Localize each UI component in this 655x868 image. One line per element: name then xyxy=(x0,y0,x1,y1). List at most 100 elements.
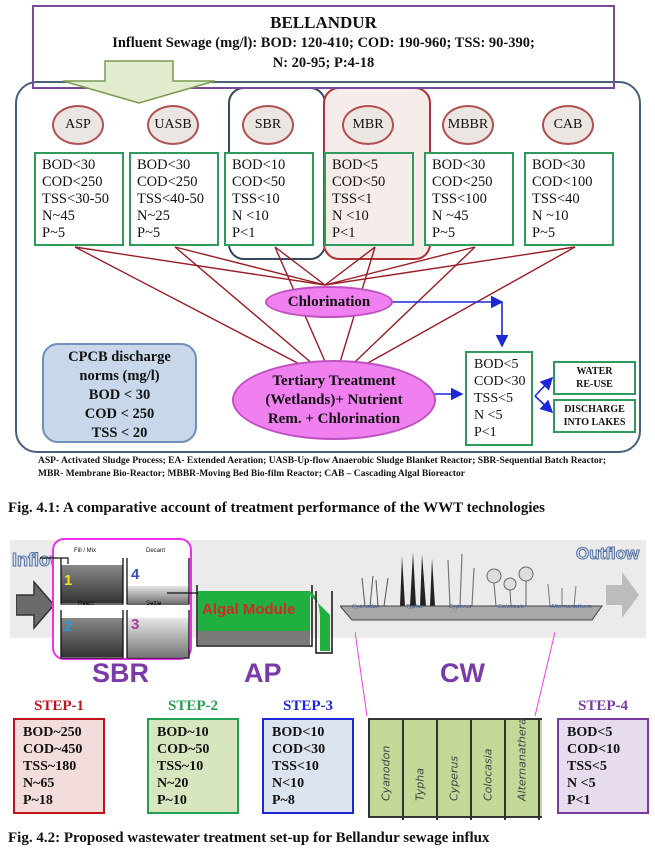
tertiary-line: Rem. + Chlorination xyxy=(267,410,401,427)
plant-column: Typha xyxy=(404,720,438,820)
species-label: Cyperus xyxy=(448,604,472,610)
wetland-species-labels: Cyanodon Typha Cyperus Colocasia Alterna… xyxy=(352,604,592,610)
performance-value: BOD<30 xyxy=(137,157,191,173)
step-value: N <5 xyxy=(567,776,596,791)
cw-pointer-lines xyxy=(355,631,555,717)
performance-value: COD<250 xyxy=(432,174,493,190)
sbr-tanks-illustration xyxy=(40,557,208,659)
step-title-4: STEP-4 xyxy=(577,698,628,714)
step-value: N~20 xyxy=(157,776,189,791)
abbrev-line: ASP- Activated Sludge Process; EA- Exten… xyxy=(38,456,607,466)
performance-value: N <10 xyxy=(232,208,269,224)
step-value: BOD~10 xyxy=(157,725,209,740)
tech-name: SBR xyxy=(254,117,282,132)
inflow-arrow-icon xyxy=(16,580,55,630)
phase-number-2: 2 xyxy=(64,618,73,635)
plant-name: Cyperus xyxy=(447,755,461,801)
step-value: TSS~10 xyxy=(157,759,204,774)
performance-value: P~5 xyxy=(137,225,161,241)
plant-column: Cyanodon xyxy=(370,720,404,820)
tech-name: MBR xyxy=(352,117,384,132)
step-value: COD<30 xyxy=(272,742,326,757)
performance-value: N~25 xyxy=(137,208,170,224)
phase-number-4: 4 xyxy=(131,566,140,583)
abbreviations-note: ASP- Activated Sludge Process; EA- Exten… xyxy=(38,455,648,481)
final-effluent-box: BOD<5 COD<30 TSS<5 N <5 P<1 xyxy=(465,351,533,446)
performance-value: BOD<30 xyxy=(42,157,96,173)
step-value: TSS<10 xyxy=(272,759,319,774)
species-label: Colocasia xyxy=(497,604,525,610)
performance-value: P~5 xyxy=(432,225,456,241)
plant-column: Cyperus xyxy=(438,720,472,820)
output-line: RE-USE xyxy=(576,379,613,390)
chlorination-label: Chlorination xyxy=(287,293,371,310)
species-label: Alternanathera xyxy=(550,604,592,610)
blue-flow-arrows xyxy=(392,295,554,414)
tech-circle-cab: CAB xyxy=(542,105,594,145)
tech-circle-mbbr: MBBR xyxy=(442,105,494,145)
figure-4-1-caption: Fig. 4.1: A comparative account of treat… xyxy=(8,500,545,516)
step-title-1: STEP-1 xyxy=(33,698,84,714)
tertiary-line: Tertiary Treatment xyxy=(272,372,396,389)
plant-name: Colocasia xyxy=(481,748,495,801)
wetland-plant-table: Cyanodon Typha Cyperus Colocasia Alternanath… xyxy=(368,718,542,820)
step-value: N~65 xyxy=(23,776,55,791)
step-value: COD~50 xyxy=(157,742,210,757)
tech-name: ASP xyxy=(65,117,91,132)
performance-value: COD<250 xyxy=(42,174,103,190)
tech-circle-uasb: UASB xyxy=(147,105,199,145)
sbr-stage-label: SBR xyxy=(92,658,150,688)
algal-pond-illustration xyxy=(196,585,333,654)
step-value: BOD<10 xyxy=(272,725,325,740)
chlorination-node: Chlorination xyxy=(265,286,393,318)
step-value: TSS~180 xyxy=(23,759,77,774)
step-value: BOD~250 xyxy=(23,725,82,740)
water-reuse-box: WATER RE-USE xyxy=(553,361,636,395)
final-line: P<1 xyxy=(474,425,497,440)
performance-value: P<1 xyxy=(232,225,256,241)
cpcb-norms-box: CPCB discharge norms (mg/l) BOD < 30 COD… xyxy=(42,343,197,443)
plant-name: Cyanodon xyxy=(379,745,393,801)
plant-name: Alternanathera xyxy=(515,718,529,801)
step-value: N<10 xyxy=(272,776,305,791)
step-title-3: STEP-3 xyxy=(282,698,333,714)
plant-name: Typha xyxy=(413,768,427,801)
tech-circle-sbr: SBR xyxy=(242,105,294,145)
step-title-2: STEP-2 xyxy=(167,698,218,714)
figure-4-2-caption: Fig. 4.2: Proposed wastewater treatment … xyxy=(8,830,490,846)
inflow-label: Inflow xyxy=(12,550,65,571)
performance-value: P~5 xyxy=(42,225,66,241)
influent-values-line2: N: 20-95; P:4-18 xyxy=(272,55,375,71)
phase-label-decant: Decant xyxy=(146,548,166,554)
step-value: BOD<5 xyxy=(567,725,613,740)
performance-value: COD<50 xyxy=(232,174,286,190)
influent-header-box: BELLANDUR Influent Sewage (mg/l): BOD: 1… xyxy=(32,5,615,89)
performance-value: N ~10 xyxy=(532,208,569,224)
phase-number-1: 1 xyxy=(64,572,73,589)
species-label: Cyanodon xyxy=(352,604,380,610)
performance-value: N <10 xyxy=(332,208,369,224)
step-value: P~8 xyxy=(272,793,295,808)
step-value: P~10 xyxy=(157,793,187,808)
ap-stage-label: AP xyxy=(244,658,282,688)
cw-stage-label: CW xyxy=(440,658,485,688)
performance-value: BOD<30 xyxy=(432,157,486,173)
wetland-plants-illustration xyxy=(340,552,603,621)
step-value: P~18 xyxy=(23,793,53,808)
final-line: BOD<5 xyxy=(474,357,519,372)
performance-value: TSS<30-50 xyxy=(42,191,109,207)
performance-value: TSS<1 xyxy=(332,191,373,207)
phase-number-3: 3 xyxy=(131,616,140,633)
abbrev-line: MBR- Membrane Bio-Reactor; MBBR-Moving B… xyxy=(38,469,465,479)
performance-value: BOD<5 xyxy=(332,157,379,173)
cpcb-line: CPCB discharge xyxy=(68,349,171,365)
tech-name: MBBR xyxy=(447,117,489,132)
step-value: COD~450 xyxy=(23,742,83,757)
species-label: Typha xyxy=(406,604,423,610)
